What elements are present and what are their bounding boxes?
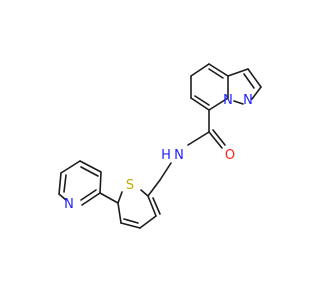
bond	[190, 63, 210, 77]
bond	[58, 193, 67, 201]
bond	[227, 68, 249, 77]
bond	[190, 97, 210, 111]
atom-n-pyrazole: N	[243, 93, 253, 108]
bond	[58, 172, 62, 195]
bond	[233, 100, 244, 105]
bond	[120, 222, 141, 229]
bond	[208, 63, 229, 77]
bond	[147, 179, 161, 197]
bond	[212, 129, 226, 146]
bond	[152, 197, 161, 215]
bond	[80, 189, 97, 201]
atom-n-pyridine: N	[64, 197, 74, 212]
bond	[80, 166, 99, 177]
bond	[187, 131, 210, 146]
bond	[81, 192, 101, 206]
atom-labels: N N N N H O S	[64, 93, 253, 212]
bond	[63, 174, 67, 193]
atom-s-thiophene: S	[126, 178, 134, 193]
bond	[251, 86, 262, 100]
bond	[139, 215, 157, 229]
atom-o-carbonyl: O	[225, 148, 235, 163]
atom-h-amide: H	[161, 148, 171, 163]
bond	[117, 202, 122, 224]
bond	[247, 68, 262, 88]
bond-lines	[58, 63, 262, 229]
bond	[243, 73, 255, 89]
atom-n-bridgehead: N	[223, 93, 233, 108]
bond	[60, 160, 81, 174]
bond	[123, 218, 139, 224]
bond	[159, 162, 172, 181]
bond	[194, 95, 210, 106]
bond	[79, 160, 102, 173]
bond	[208, 97, 229, 111]
bond	[99, 171, 102, 194]
bond	[117, 191, 123, 204]
bond	[208, 131, 223, 149]
molecule-structure: N N N N H O S	[58, 63, 262, 229]
bond	[208, 68, 224, 79]
bond	[99, 192, 119, 204]
bond	[147, 195, 157, 217]
bond	[140, 189, 149, 197]
atom-n-amide: N	[174, 148, 184, 163]
